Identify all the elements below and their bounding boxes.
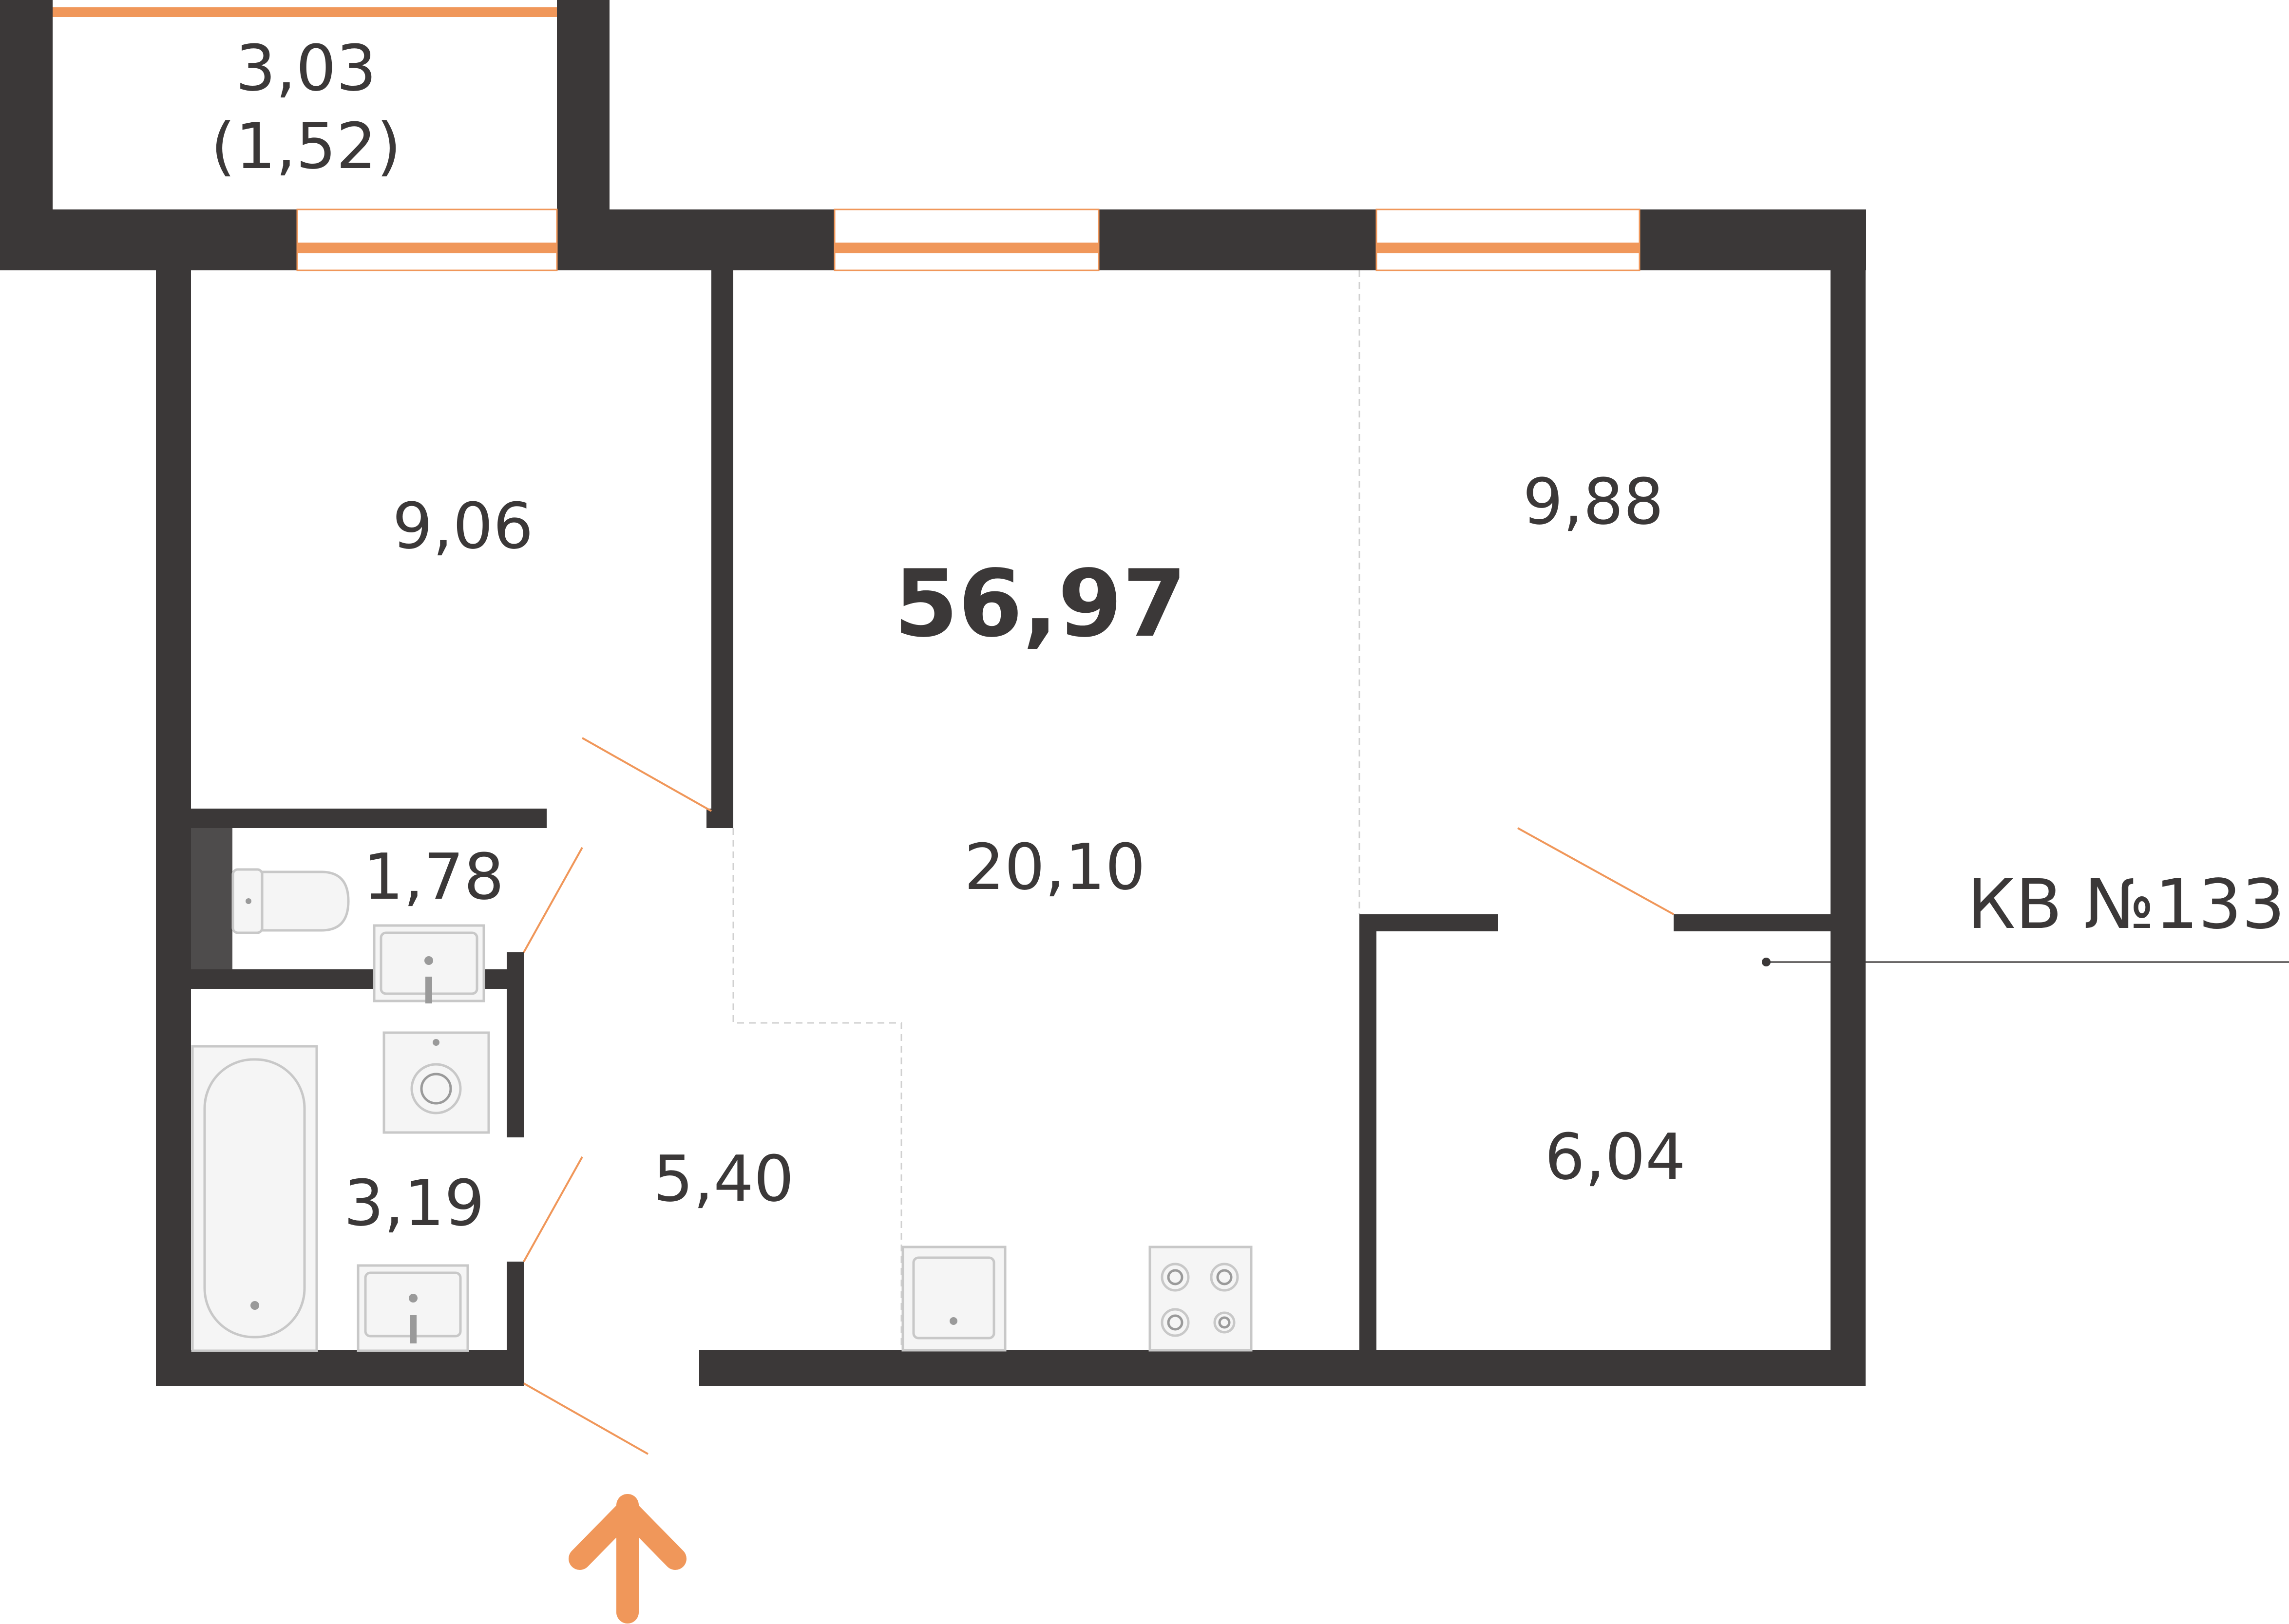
outer-walls: [0, 209, 1866, 1386]
sink-icon: [357, 1264, 469, 1352]
apartment-number: КВ №133: [1967, 865, 2285, 944]
washing-machine-icon: [382, 1031, 490, 1134]
kitchen-sink-icon: [901, 1246, 1007, 1352]
stove-icon: [1148, 1246, 1253, 1352]
balcony-reduced-area: (1,52): [211, 109, 401, 183]
door-swings: [523, 737, 1674, 1455]
bedroom-right-area: 9,88: [1523, 465, 1663, 539]
balcony: [0, 0, 610, 270]
bedroom-left-area: 9,06: [392, 489, 533, 563]
zone-lines: [732, 270, 1360, 1350]
balcony-glazing: [53, 7, 557, 17]
sink-icon: [373, 924, 485, 1003]
total-area: 56,97: [894, 550, 1187, 658]
toilet-area: 1,78: [363, 840, 504, 914]
kitchen-living-area: 20,10: [964, 830, 1145, 904]
balcony-area: 3,03: [235, 31, 376, 105]
windows: [296, 208, 1640, 271]
bathtub-icon: [191, 1045, 318, 1352]
apartment-leader: [1762, 958, 2289, 966]
toilet-icon: [231, 868, 350, 934]
storage-area: 6,04: [1545, 1120, 1685, 1194]
entrance-arrow-icon: [569, 1494, 687, 1624]
bathroom-area: 3,19: [343, 1166, 484, 1240]
interior-walls: [191, 270, 1831, 1359]
hallway-area: 5,40: [653, 1142, 794, 1216]
